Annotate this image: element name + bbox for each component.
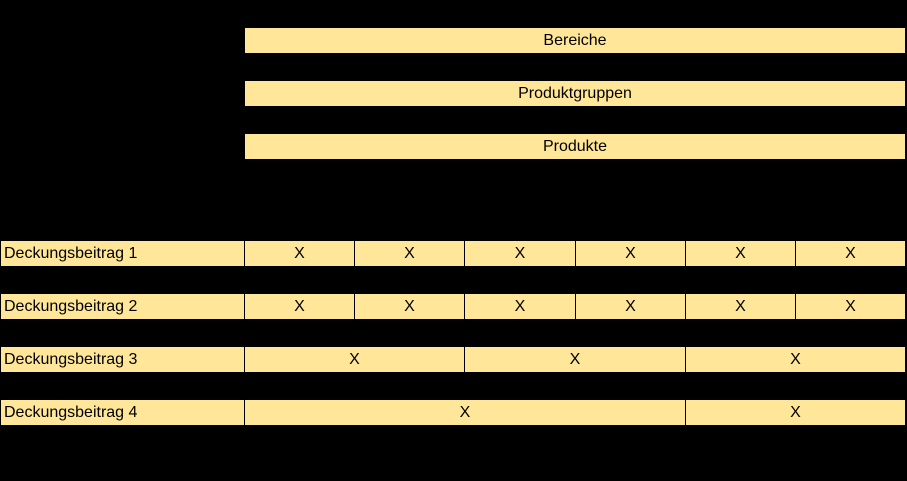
row-deckungsbeitrag-3: Deckungsbeitrag 3 X X X [1,347,905,372]
row-deckungsbeitrag-1: Deckungsbeitrag 1 X X X X X X [1,241,905,266]
row-deckungsbeitrag-4: Deckungsbeitrag 4 X X [1,400,905,425]
cell-mark: X [354,241,464,266]
row-deckungsbeitrag-2: Deckungsbeitrag 2 X X X X X X [1,294,905,319]
row-label: Deckungsbeitrag 4 [1,400,244,425]
cell-mark: X [685,347,905,372]
level-label: Produkte [542,137,608,155]
level-produkte: Produkte [245,134,905,159]
cell-mark: X [244,241,354,266]
cell-mark: X [244,347,464,372]
cell-mark: X [795,294,905,319]
cell-mark: X [464,347,685,372]
level-label: Bereiche [543,31,607,49]
level-label: Produktgruppen [518,84,632,102]
cell-mark: X [575,241,685,266]
row-label: Deckungsbeitrag 2 [1,294,244,319]
cell-mark: X [795,241,905,266]
level-bereiche: Bereiche [245,28,905,53]
cell-mark: X [354,294,464,319]
cell-mark: X [575,294,685,319]
cell-mark: X [464,241,575,266]
cell-mark: X [244,400,685,425]
cell-mark: X [244,294,354,319]
row-label: Deckungsbeitrag 3 [1,347,244,372]
cell-mark: X [685,400,905,425]
cell-mark: X [685,294,795,319]
cell-mark: X [464,294,575,319]
cell-mark: X [685,241,795,266]
level-produktgruppen: Produktgruppen [245,81,905,106]
row-label: Deckungsbeitrag 1 [1,241,244,266]
